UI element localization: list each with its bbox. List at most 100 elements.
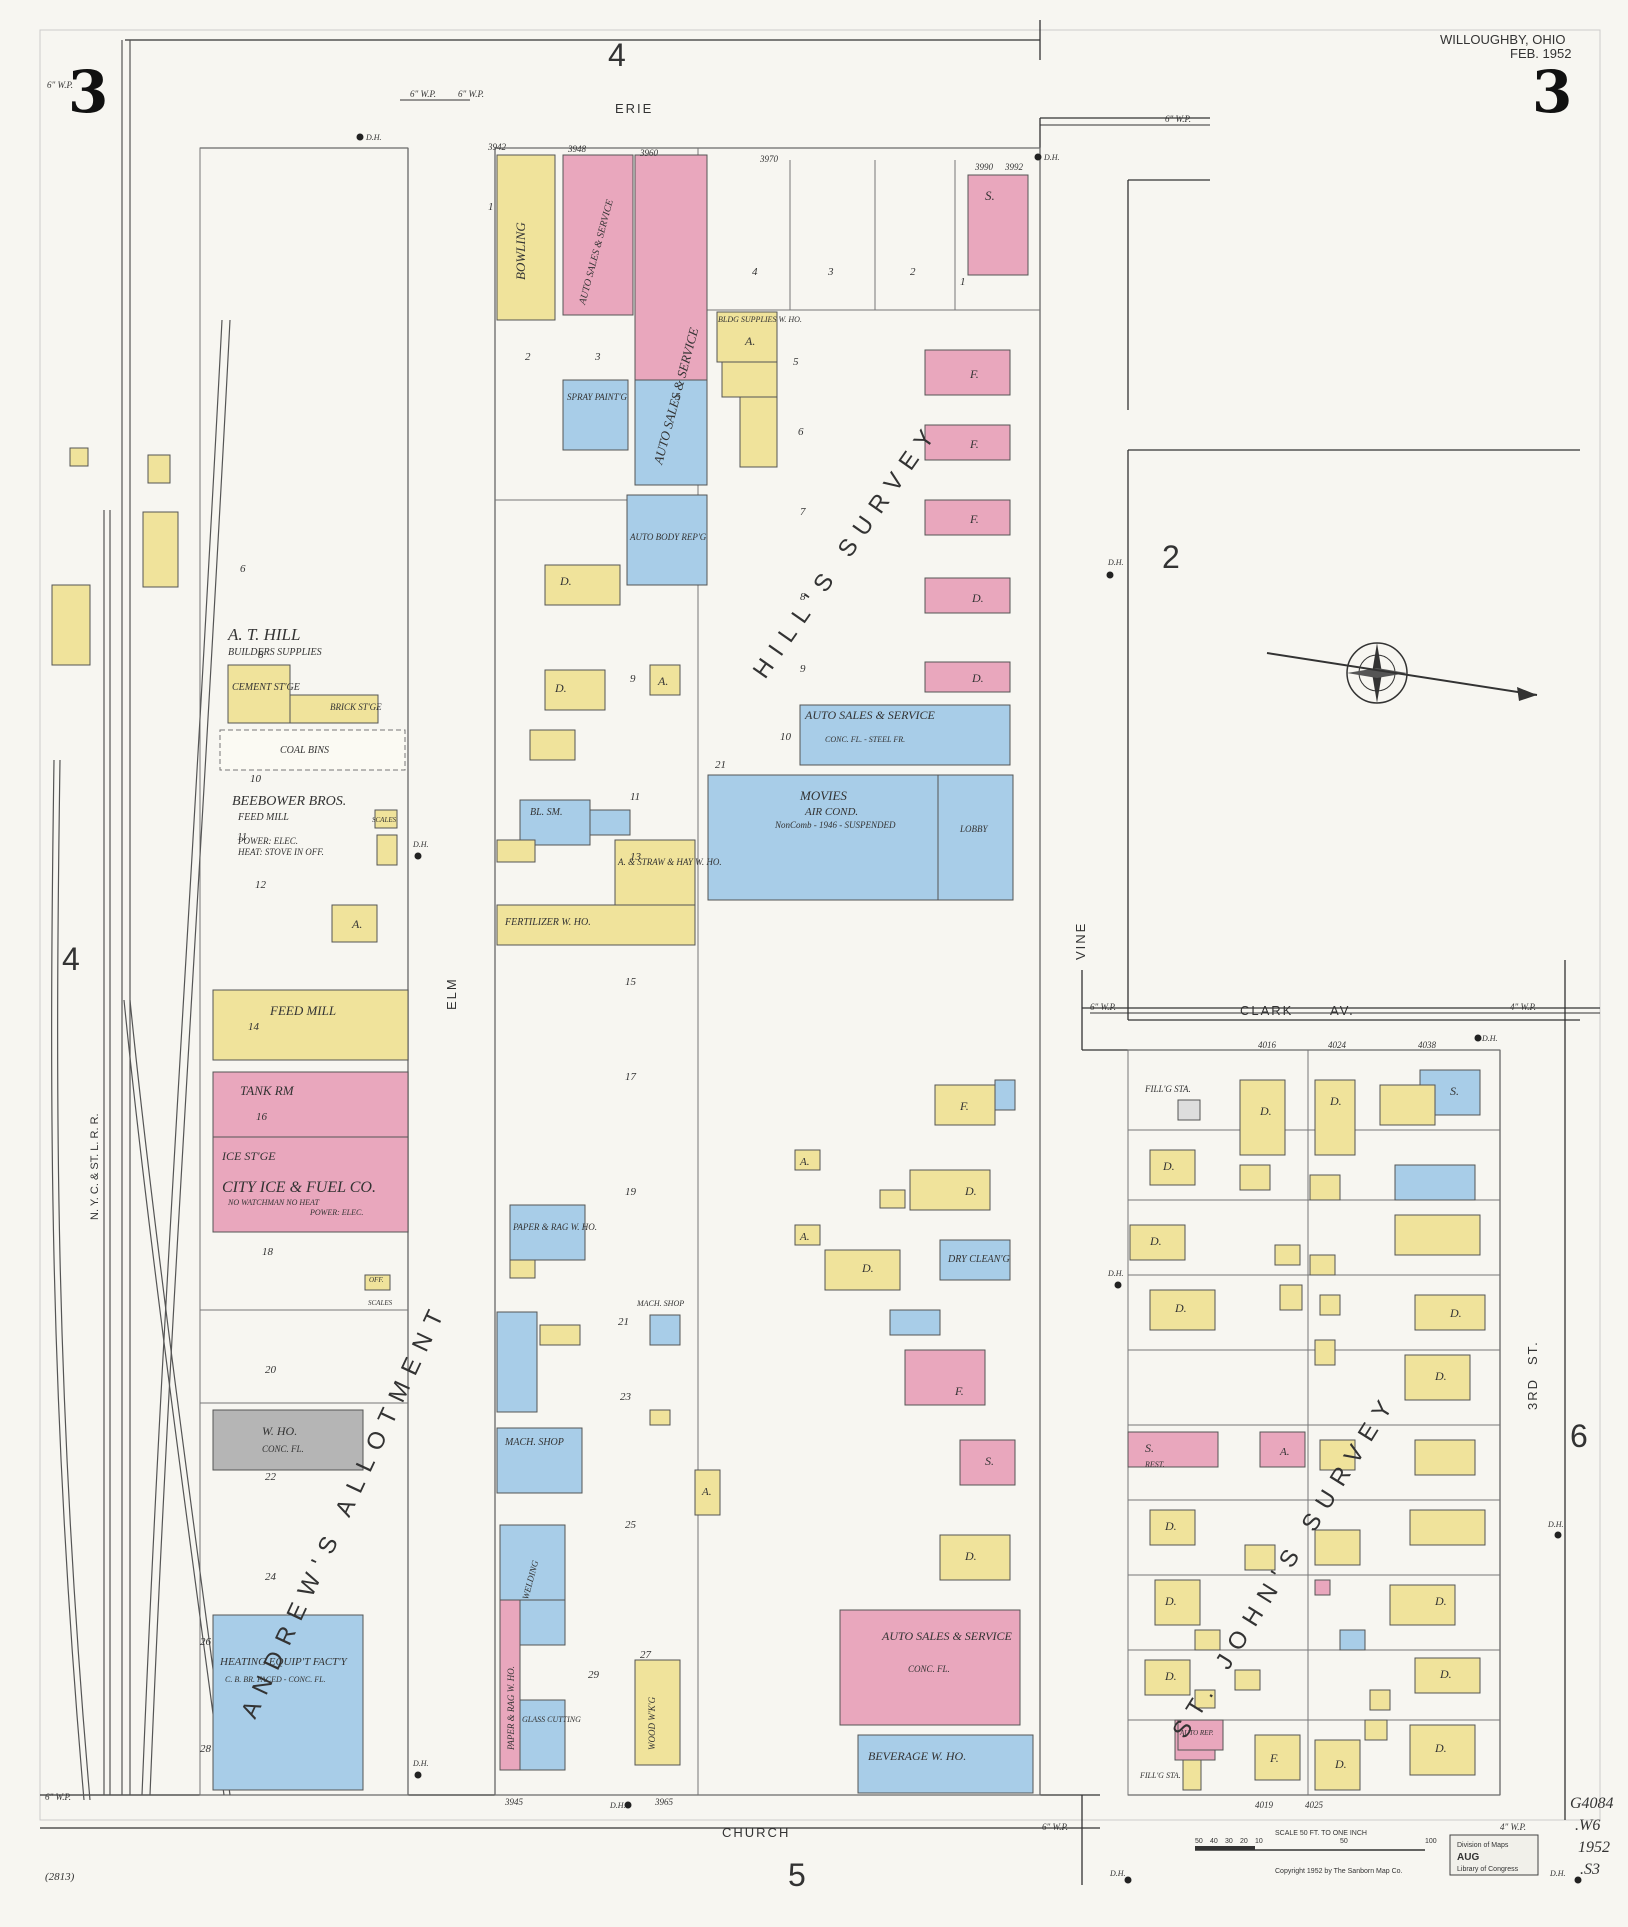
hydrants: D.H. D.H. D.H. D.H. D.H. D.H. D.H. D.H. … [356, 133, 1582, 1884]
call-number-line: G4084 [1570, 1795, 1614, 1812]
auto-garage-6cars [739, 396, 778, 468]
label-paper-rag: PAPER & RAG W. HO. [512, 1222, 597, 1232]
lot-number: 26 [200, 1636, 212, 1648]
wood-working [634, 1659, 681, 1766]
mark-store: S. [985, 1454, 994, 1468]
dwelling-hills-14 [934, 1084, 996, 1126]
label-beebower-heat: HEAT: STOVE IN OFF. [237, 847, 324, 857]
address-3992: 3992 [1004, 162, 1024, 172]
lot-number: 11 [237, 831, 247, 843]
lot-number: 22 [265, 1471, 277, 1483]
dwelling-sj-36 [1129, 1224, 1186, 1261]
lot-number: 6 [240, 563, 246, 575]
lot-number: 21 [715, 759, 726, 771]
mark-scales-top: SCALES [372, 816, 397, 824]
mark-flat: F. [969, 512, 979, 526]
garage-sj-37 [1309, 1254, 1336, 1276]
buildings-mid-block [496, 154, 778, 1771]
address-4038: 4038 [1418, 1040, 1437, 1050]
bldg-supplies-b [721, 361, 778, 398]
pipe-label: 6" W.P. [410, 89, 436, 99]
machine-shop-2 [649, 1314, 681, 1346]
label-beebower: BEEBOWER BROS. [232, 794, 346, 809]
blacksmith-b [589, 809, 631, 836]
adjacent-sheet-left: 4 [62, 941, 80, 977]
auto-sales-2-rear [634, 379, 708, 486]
occupancy-marks: D. D. A. A. A. S. F. F. F. D. D. F. D. D… [351, 188, 1462, 1771]
mark-flat: F. [969, 437, 979, 451]
hydrant-label: D.H. [609, 1801, 626, 1810]
lot-lines [199, 147, 1501, 1796]
auto-sj-55 [1369, 1689, 1391, 1711]
hydrant-label: D.H. [1043, 153, 1060, 162]
lot-number: 20 [265, 1364, 277, 1376]
label-wood-wkg: WOOD W'K'G [647, 1696, 657, 1750]
label-city-ice: CITY ICE & FUEL CO. [222, 1179, 376, 1196]
railroad-label: N. Y. C. & ST. L. R. R. [89, 1113, 101, 1220]
copyright: Copyright 1952 by The Sanborn Map Co. [1275, 1868, 1403, 1875]
label-dry-clean: DRY CLEAN'G [947, 1254, 1010, 1265]
dwelling-sj-30 [1239, 1079, 1286, 1156]
label-beebower-sub: FEED MILL [237, 812, 289, 823]
auto-hills-a [794, 1149, 821, 1171]
feed-mill [212, 989, 409, 1061]
address-4016: 4016 [1258, 1040, 1277, 1050]
mark-dwelling: D. [1334, 1757, 1347, 1771]
mark-dwelling: D. [971, 591, 984, 605]
auto-sales-1 [562, 154, 634, 316]
label-heating-detail: C. B. BR. FACED - CONC. FL. [225, 1675, 326, 1684]
dwelling-sj-32 [1379, 1084, 1436, 1126]
mark-flat: F. [969, 367, 979, 381]
lot-number: 7 [800, 506, 806, 518]
label-a-straw: A. & STRAW & HAY W. HO. [617, 857, 722, 867]
label-beverage: BEVERAGE W. HO. [868, 1749, 966, 1763]
dwelling-sj-54 [1144, 1659, 1191, 1696]
label-movies-noncomb: NonComb - 1946 - SUSPENDED [774, 820, 896, 830]
lot-number: 18 [262, 1246, 274, 1258]
label-auto3-sub: CONC. FL. - STEEL FR. [825, 735, 905, 744]
water-pipes: 6" W.P. 6" W.P. 6" W.P. 6" W.P. 6" W.P. … [45, 80, 1600, 1832]
mark-dwelling: D. [1259, 1104, 1272, 1118]
street-elm: ELM [444, 977, 459, 1010]
mark-dwelling: D. [964, 1184, 977, 1198]
tank-room [212, 1071, 409, 1138]
address-3960: 3960 [639, 148, 659, 158]
garage-mid-9 [649, 664, 681, 696]
dwelling-sj-48 [1149, 1509, 1196, 1546]
lot-number: 12 [255, 879, 267, 891]
lot-number: 4 [752, 266, 758, 278]
street-edges [40, 20, 1600, 1885]
sheet-number-right: 3 [1532, 58, 1572, 126]
mark-scales: SCALES [368, 1299, 393, 1307]
dwelling-hills-9 [924, 661, 1011, 693]
address-3942: 3942 [487, 142, 507, 152]
mark-dwelling: D. [1164, 1594, 1177, 1608]
library-stamp: Division of Maps AUG Library of Congress [1449, 1834, 1539, 1876]
label-fertilizer: FERTILIZER W. HO. [504, 917, 591, 928]
label-w-ho: W. HO. [262, 1424, 297, 1438]
label-auto4: AUTO SALES & SERVICE [881, 1629, 1013, 1643]
label-brick: BRICK ST'GE [330, 702, 382, 712]
call-number: G4084 .W6 1952 .S3 [1570, 1795, 1614, 1878]
platform [51, 584, 91, 666]
dwelling-sj-58b [1409, 1724, 1476, 1776]
street-third: 3RD [1525, 1378, 1540, 1410]
garage-sj-sta [1194, 1689, 1216, 1709]
lot-number: 13 [630, 851, 642, 863]
dwelling-hills-14b [994, 1079, 1016, 1111]
lot-number: 25 [625, 1519, 637, 1531]
lot-number: 2 [910, 266, 916, 278]
brick-storage [289, 694, 379, 724]
label-fillg1: FILL'G STA. [1144, 1084, 1191, 1094]
machine-shop-1 [496, 1427, 583, 1494]
auto-body-repair [626, 494, 708, 586]
fertilizer-warehouse [496, 904, 696, 946]
mark-dwelling: D. [1174, 1301, 1187, 1315]
spray-painting [562, 379, 629, 451]
dwelling-sj-33 [1149, 1149, 1196, 1186]
store-sj-34 [1394, 1164, 1476, 1201]
hydrant-label: D.H. [1107, 1269, 1124, 1278]
mark-dwelling: D. [1164, 1519, 1177, 1533]
